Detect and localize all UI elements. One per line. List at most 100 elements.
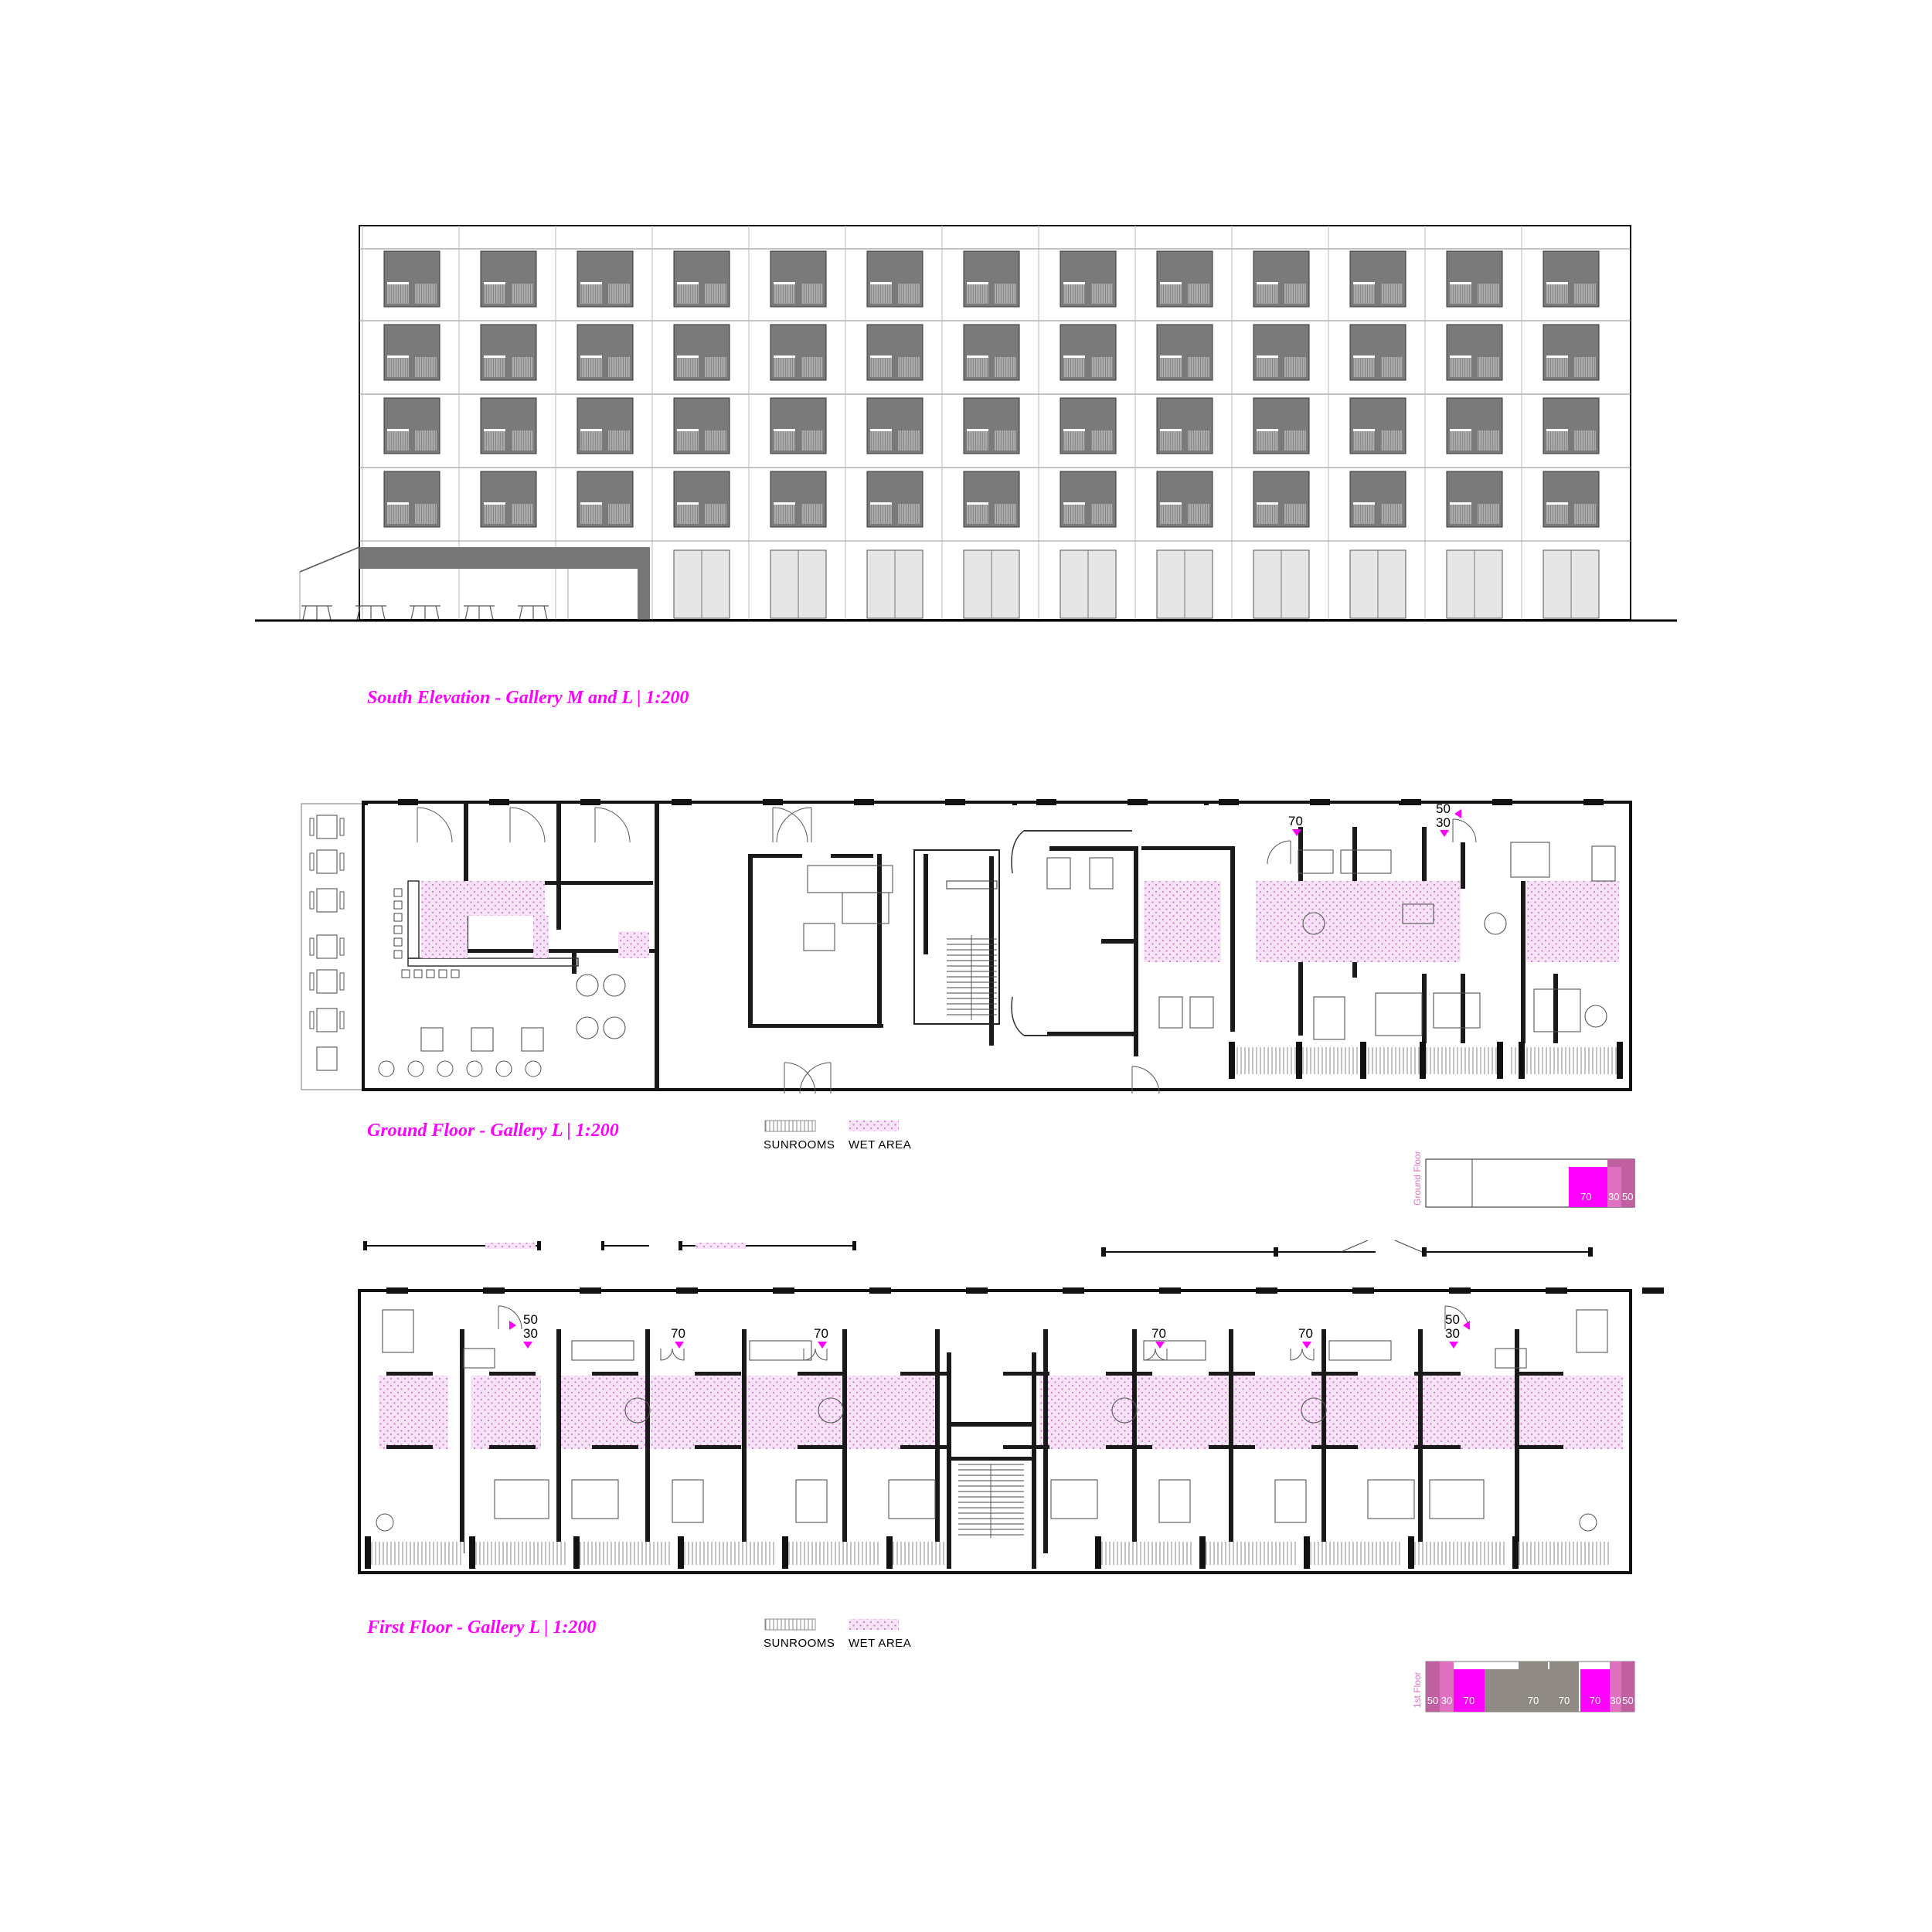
round-table <box>603 1016 626 1039</box>
balcony-rail <box>1574 504 1596 524</box>
first-bar-segment-70 <box>1454 1669 1485 1712</box>
balcony-rail <box>870 430 892 451</box>
door-swing <box>815 1348 828 1361</box>
ground-floor-plan: 70 50 30 Ground Floor - Gallery L | 1:20… <box>301 799 1635 1208</box>
ground-furniture <box>378 842 1616 1077</box>
legend-wet-area: WET AREA <box>849 1138 911 1151</box>
first-outer-wall <box>358 1289 1632 1574</box>
wet-area <box>1229 1376 1314 1449</box>
balcony-rail <box>1450 430 1471 451</box>
balcony-rail <box>1160 430 1182 451</box>
balcony-rail <box>1257 504 1278 524</box>
balcony-rail <box>1450 504 1471 524</box>
first-floor-plan: 50 30 70 70 70 70 50 30 First Floor - Ga… <box>358 1287 1664 1713</box>
door-swing <box>1290 1348 1303 1361</box>
ground-legend: SUNROOMS WET AREA <box>764 1120 911 1151</box>
balcony-rail <box>1546 504 1568 524</box>
balcony-rail <box>1450 284 1471 304</box>
balcony-rail <box>1381 504 1403 524</box>
wet-area-swatch-first <box>849 1619 899 1630</box>
balcony-rail <box>1284 430 1306 451</box>
balcony-rail <box>1063 284 1085 304</box>
sunroom <box>1410 1542 1507 1565</box>
furniture-block <box>1433 992 1481 1029</box>
balcony-rail <box>512 357 533 377</box>
facade-pier <box>580 799 600 805</box>
door-swing <box>1452 818 1477 843</box>
door-swing <box>498 1305 522 1330</box>
bar-stool <box>393 888 403 897</box>
ground-outer-wall <box>362 801 1632 1091</box>
first-bar-label-70: 70 <box>1590 1695 1600 1706</box>
cafe-table <box>521 1027 544 1052</box>
furniture-block <box>1313 996 1345 1040</box>
balcony-rail <box>705 284 726 304</box>
balcony-rail <box>1091 284 1113 304</box>
first-bar-label-50: 50 <box>1427 1695 1438 1706</box>
first-bar-label-30: 30 <box>1441 1695 1452 1706</box>
bar-stool <box>393 900 403 910</box>
ground-bar-floor-label: Ground Floor <box>1412 1151 1423 1206</box>
sunroom <box>784 1542 881 1565</box>
balcony-rail <box>1063 357 1085 377</box>
furniture-block <box>803 923 835 951</box>
cafe-table <box>355 605 386 621</box>
balcony-rail <box>898 284 920 304</box>
party-wall <box>1043 1329 1048 1553</box>
key-strip <box>363 1240 1593 1257</box>
first-bar-segment-30 <box>1610 1662 1621 1712</box>
furniture-block <box>463 1348 495 1369</box>
ff-dim-50-right: 50 <box>1445 1312 1460 1327</box>
party-wall <box>556 1329 561 1553</box>
facade-pier <box>854 799 874 805</box>
first-bar-label-70: 70 <box>1559 1695 1570 1706</box>
balcony-rail <box>1478 357 1499 377</box>
first-bar-label-70: 70 <box>1528 1695 1539 1706</box>
facade-pier <box>1219 799 1239 805</box>
sunroom <box>1511 1047 1619 1074</box>
balcony-rail <box>995 430 1016 451</box>
furniture-block <box>1050 1479 1098 1519</box>
party-wall <box>1229 1329 1233 1553</box>
first-bar-floor-label: 1st Floor <box>1412 1672 1423 1708</box>
cafe-table <box>464 605 495 621</box>
balcony-rail <box>1091 357 1113 377</box>
bar-stool <box>393 925 403 934</box>
balcony-rail <box>484 357 505 377</box>
facade-pier <box>1128 799 1148 805</box>
door-swing <box>803 1348 816 1361</box>
balcony-rail <box>1478 284 1499 304</box>
ground-facade-piers <box>363 799 1604 805</box>
balcony-rail <box>1353 504 1375 524</box>
first-bar-label-70: 70 <box>1464 1695 1475 1706</box>
door-swing <box>417 807 453 843</box>
furniture-block <box>1367 1479 1415 1519</box>
furniture-block <box>1591 845 1616 882</box>
door-swing <box>1155 1348 1168 1361</box>
balcony-rail <box>1188 284 1209 304</box>
furniture-block <box>1576 1309 1608 1353</box>
furniture-block <box>1375 992 1423 1036</box>
first-facade-piers <box>386 1287 1664 1294</box>
wet-area <box>471 1376 541 1449</box>
terrace-tables <box>309 815 345 1071</box>
cafe-table <box>471 1027 494 1052</box>
sunroom <box>1515 1542 1611 1565</box>
plant <box>376 1513 394 1532</box>
ground-bar-30 <box>1607 1167 1621 1207</box>
plant <box>1579 1513 1597 1532</box>
party-wall <box>1321 1329 1326 1553</box>
wet-area <box>1314 1376 1422 1449</box>
facade-pier <box>1352 1287 1374 1294</box>
facade-pier <box>1310 799 1330 805</box>
ground-bar-50-label: 50 <box>1622 1191 1633 1202</box>
balcony-rail <box>1381 284 1403 304</box>
ground-unit-bar: 70 30 50 Ground Floor <box>1412 1151 1635 1208</box>
wet-area <box>742 1376 827 1449</box>
first-bar-segment-70 <box>1519 1662 1548 1712</box>
balcony-rail <box>387 430 409 451</box>
bar-stool <box>401 969 410 978</box>
stool <box>437 1060 454 1077</box>
first-floor-caption: First Floor - Gallery L | 1:200 <box>366 1617 596 1638</box>
party-wall <box>1418 1329 1423 1553</box>
